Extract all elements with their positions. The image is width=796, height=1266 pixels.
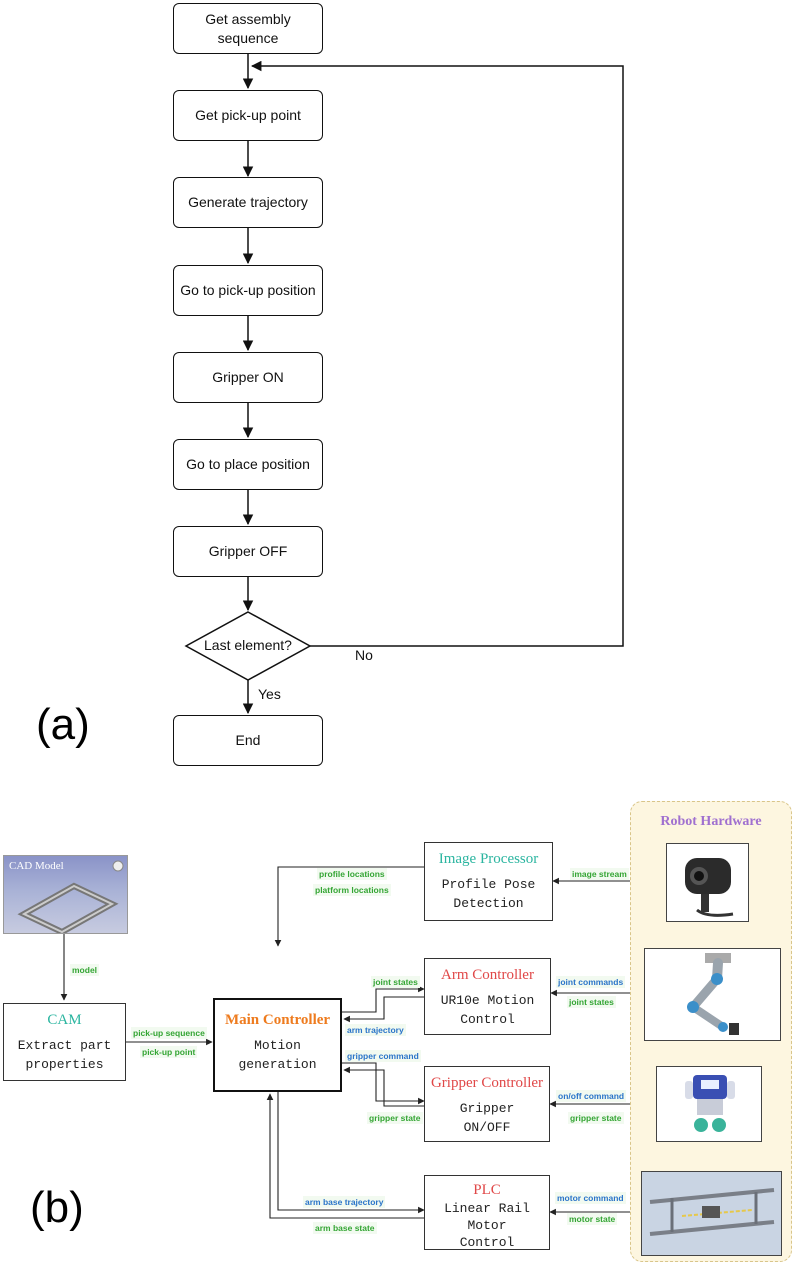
no-label: No [355,647,373,663]
cam-title: CAM [47,1012,82,1028]
label-motor-command: motor command [555,1192,626,1204]
main-controller-title: Main Controller [224,1012,331,1028]
step-generate-trajectory: Generate trajectory [173,177,323,228]
step-go-to-place-position: Go to place position [173,439,323,490]
robot-arm-icon [687,953,739,1035]
robot-hardware-title: Robot Hardware [660,814,762,829]
webcam-icon [685,858,734,917]
label-arm-trajectory: arm trajectory [345,1024,406,1036]
image-processor-description: Profile Pose Detection [441,877,536,911]
label-arm-base-state: arm base state [313,1222,377,1234]
plc-description: Linear Rail Motor Control [444,1201,530,1250]
label-joint-commands: joint commands [556,976,626,988]
label-model: model [70,964,100,976]
step-gripper-on: Gripper ON [173,352,323,403]
linear-rail-icon [649,1188,775,1236]
yes-label: Yes [258,686,281,702]
system-connectors [60,866,665,1219]
label-pick-up-sequence: pick-up sequence [131,1027,207,1039]
label-joint-states-right: joint states [567,996,616,1008]
cam-description: Extract part properties [17,1038,112,1072]
label-platform-locations: platform locations [313,884,391,896]
plc-title: PLC [473,1182,501,1198]
gripper-controller-title: Gripper Controller [430,1075,544,1091]
step-get-assembly-sequence: Get assembly sequence [173,3,323,54]
cad-model-thumbnail: CAD Model [3,855,128,934]
arm-controller-title: Arm Controller [441,967,534,983]
gripper-controller-description: Gripper ON/OFF [459,1101,515,1135]
step-go-to-pickup-position: Go to pick-up position [173,265,323,316]
arrow-no-loop [250,60,624,647]
step-end: End [173,715,323,766]
step-get-pickup-point: Get pick-up point [173,90,323,141]
label-image-stream: image stream [570,868,629,880]
robot-arm-image [644,948,781,1041]
cad-model-title: CAD Model [9,860,64,872]
image-processor-title: Image Processor [438,851,539,867]
cad-frame-icon [17,860,124,933]
label-arm-base-trajectory: arm base trajectory [303,1196,386,1208]
step-gripper-off: Gripper OFF [173,526,323,577]
decision-diamond [184,611,312,681]
label-motor-state: motor state [567,1213,618,1225]
cam-box: CAM Extract part properties [3,1003,126,1081]
gripper-image [656,1066,762,1142]
plc-box: PLC Linear Rail Motor Control [424,1175,550,1250]
label-gripper-command: gripper command [345,1050,421,1062]
gripper-controller-box: Gripper Controller Gripper ON/OFF [424,1066,550,1142]
label-on-off-command: on/off command [556,1090,627,1102]
label-gripper-state-right: gripper state [568,1112,624,1124]
panel-a-label: (a) [36,700,90,749]
label-pick-up-point: pick-up point [140,1046,198,1058]
image-processor-box: Image Processor Profile Pose Detection [424,842,553,921]
arm-controller-description: UR10e Motion Control [440,993,535,1027]
label-gripper-state-left: gripper state [367,1112,423,1124]
main-controller-description: Motion generation [238,1038,317,1072]
gripper-icon [685,1075,735,1132]
arm-controller-box: Arm Controller UR10e Motion Control [424,958,551,1035]
main-controller-box: Main Controller Motion generation [213,998,342,1092]
linear-rail-image [641,1171,782,1256]
label-profile-locations: profile locations [317,868,387,880]
decision-label: Last element? [204,637,292,653]
flow-arrows [242,54,624,715]
label-joint-states-left: joint states [371,976,420,988]
camera-image [666,843,749,922]
panel-b-label: (b) [30,1183,84,1232]
